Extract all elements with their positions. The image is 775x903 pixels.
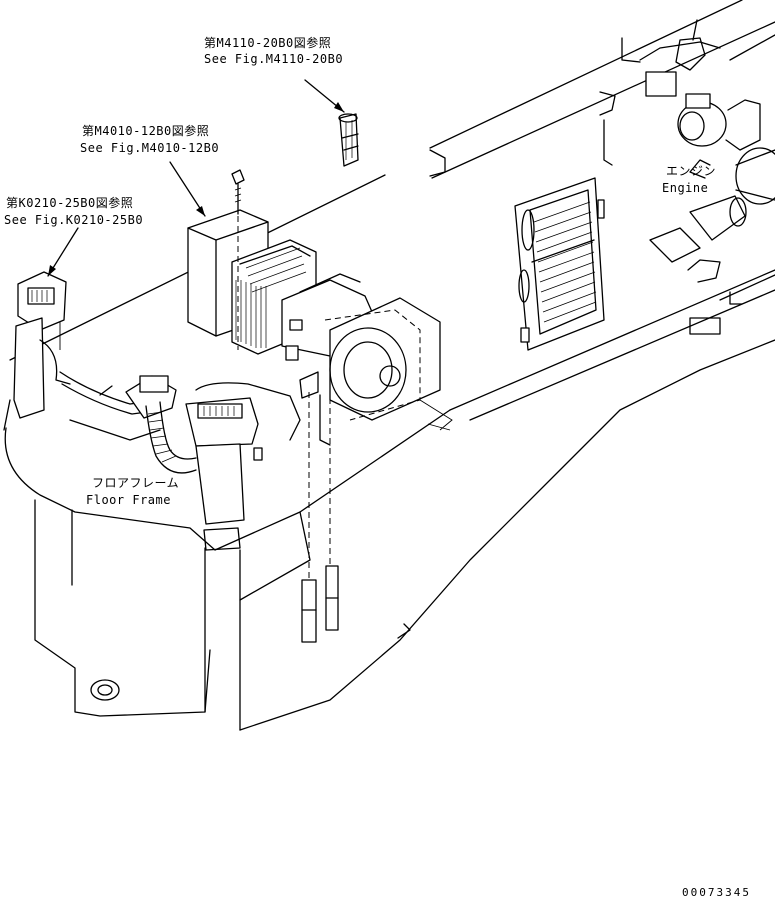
radiator — [514, 177, 605, 351]
callout-k0210-jp: 第K0210-25B0図参照 — [6, 196, 134, 210]
drawing-number: 00073345 — [682, 886, 751, 899]
engine-compartment — [429, 0, 775, 335]
callout-k0210-en: See Fig.K0210-25B0 — [4, 213, 144, 227]
engine-label-jp: エンジン — [666, 164, 717, 178]
switch-part — [338, 113, 359, 167]
floor-frame-label-en: Floor Frame — [86, 493, 171, 507]
floor-frame — [3, 174, 775, 731]
callout-m4110-jp: 第M4110-20B0図参照 — [204, 36, 332, 50]
leader-lines — [47, 79, 345, 277]
floor-frame-label-jp: フロアフレーム — [92, 476, 180, 490]
callout-m4010-en: See Fig.M4010-12B0 — [80, 141, 220, 155]
callout-m4110-en: See Fig.M4110-20B0 — [204, 52, 344, 66]
duct-assembly — [13, 271, 301, 551]
heater-unit — [187, 169, 441, 643]
callout-m4010-jp: 第M4010-12B0図参照 — [82, 124, 210, 138]
engine-label-en: Engine — [662, 181, 709, 195]
